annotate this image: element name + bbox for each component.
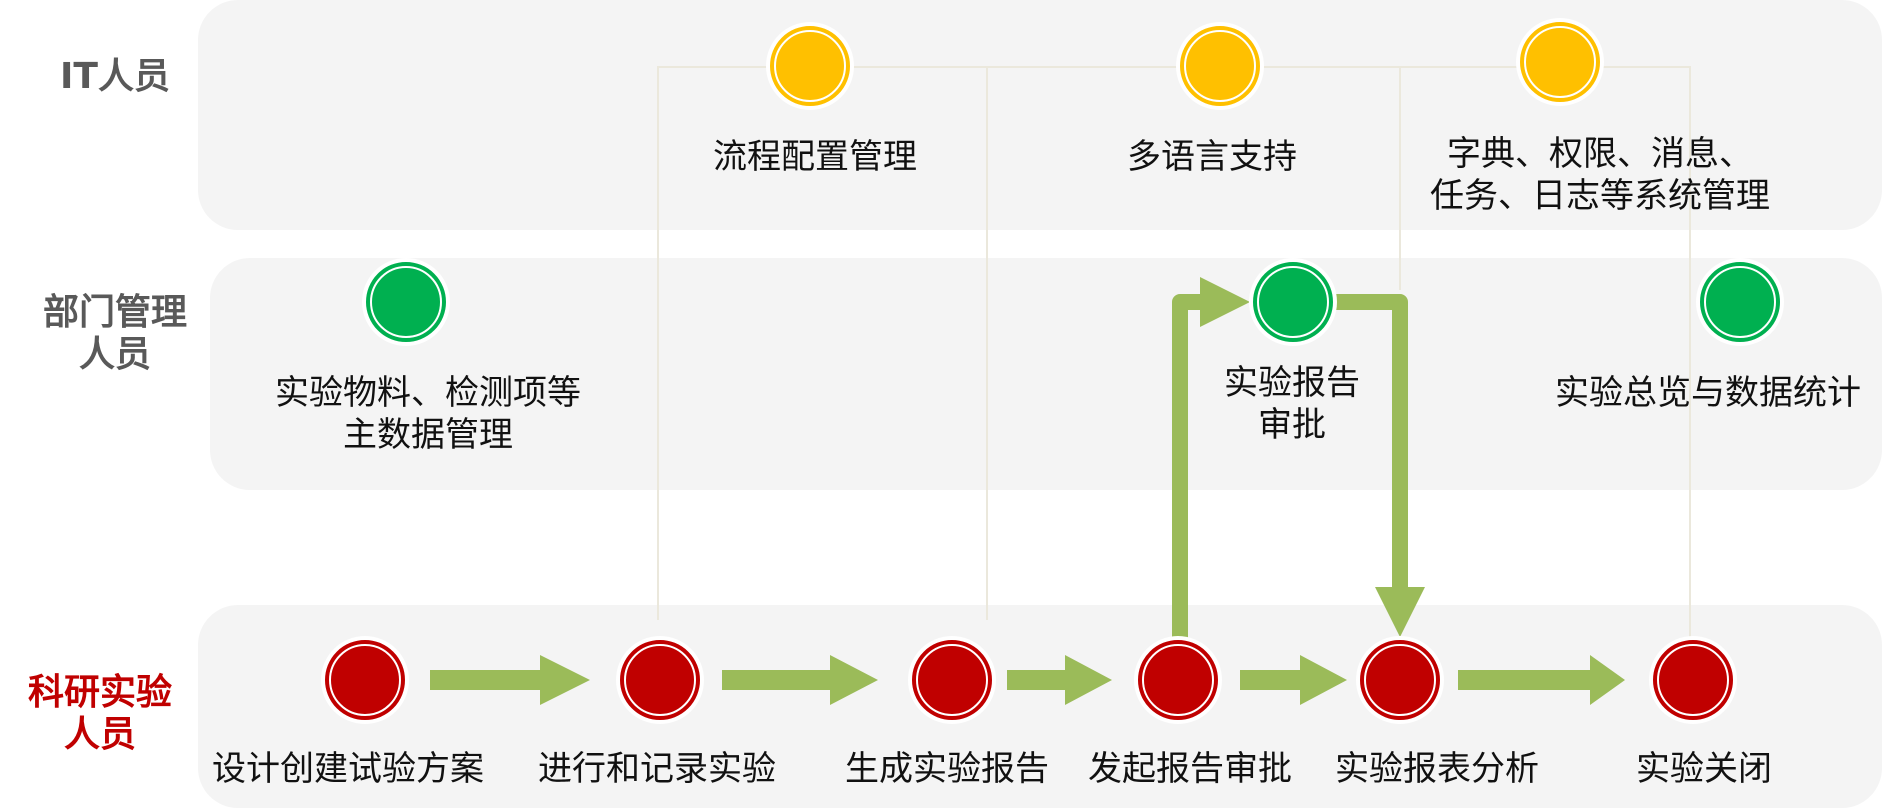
label-dept-overview-stats: 实验总览与数据统计 — [1555, 373, 1861, 413]
label-dept-report-approval-line1: 实验报告 — [1224, 363, 1360, 403]
label-research-submit-approval: 发起报告审批 — [1088, 749, 1292, 789]
label-it-system-line1: 字典、权限、消息、 — [1447, 134, 1753, 174]
role-label-research-line2: 人员 — [63, 714, 136, 755]
label-research-report-analysis: 实验报表分析 — [1335, 749, 1539, 789]
role-label-dept-line1: 部门管理 — [42, 292, 187, 333]
lane-research-band — [198, 605, 1882, 808]
connector-it-system-right — [1602, 66, 1691, 680]
label-dept-master-data-line1: 实验物料、检测项等 — [275, 373, 581, 413]
node-it-system[interactable] — [1520, 22, 1600, 102]
label-research-design-plan: 设计创建试验方案 — [212, 749, 484, 789]
node-research-gen-report[interactable] — [912, 640, 992, 720]
node-research-record[interactable] — [620, 640, 700, 720]
label-it-multilang: 多语言支持 — [1127, 137, 1297, 177]
role-label-research: 科研实验 人员 — [15, 672, 185, 756]
node-research-report-analysis[interactable] — [1360, 640, 1440, 720]
label-dept-master-data: 实验物料、检测项等 主数据管理 — [275, 372, 581, 456]
role-label-research-line1: 科研实验 — [27, 672, 172, 713]
arrow-step3-to-step4 — [1007, 655, 1112, 705]
node-research-close[interactable] — [1653, 640, 1733, 720]
label-dept-report-approval: 实验报告 审批 — [1224, 362, 1360, 446]
label-dept-master-data-line2: 主数据管理 — [343, 415, 513, 455]
node-dept-report-approval[interactable] — [1253, 262, 1333, 342]
role-label-dept: 部门管理 人员 — [30, 292, 200, 376]
node-it-flow-config[interactable] — [770, 26, 850, 106]
label-research-close: 实验关闭 — [1636, 749, 1772, 789]
node-dept-master-data[interactable] — [366, 262, 446, 342]
arrow-approval-down-head — [1375, 587, 1425, 637]
lane-it-band — [198, 0, 1882, 230]
label-research-gen-report: 生成实验报告 — [845, 749, 1049, 789]
label-it-system-line2: 任务、日志等系统管理 — [1430, 176, 1770, 216]
label-research-record: 进行和记录实验 — [538, 749, 776, 789]
arrow-step2-to-step3 — [722, 655, 878, 705]
arrow-approval-down — [1335, 294, 1408, 590]
node-research-submit-approval[interactable] — [1138, 640, 1218, 720]
arrow-step4-to-step5 — [1240, 655, 1347, 705]
label-dept-report-approval-line2: 审批 — [1258, 405, 1326, 445]
node-it-multilang[interactable] — [1180, 26, 1260, 106]
arrow-approval-up-head — [1200, 277, 1250, 327]
node-research-design-plan[interactable] — [325, 640, 405, 720]
arrow-step5-to-step6 — [1458, 655, 1625, 705]
arrow-step1-to-step2 — [430, 655, 590, 705]
label-it-flow-config: 流程配置管理 — [713, 137, 917, 177]
role-label-it: IT人员 — [60, 56, 170, 97]
connector-it-flow-config — [657, 66, 770, 620]
role-label-dept-line2: 人员 — [78, 334, 151, 375]
node-dept-overview-stats[interactable] — [1700, 262, 1780, 342]
label-it-system: 字典、权限、消息、 任务、日志等系统管理 — [1430, 133, 1770, 217]
lane-dept-band — [210, 258, 1882, 490]
arrow-approval-up — [1172, 294, 1205, 640]
